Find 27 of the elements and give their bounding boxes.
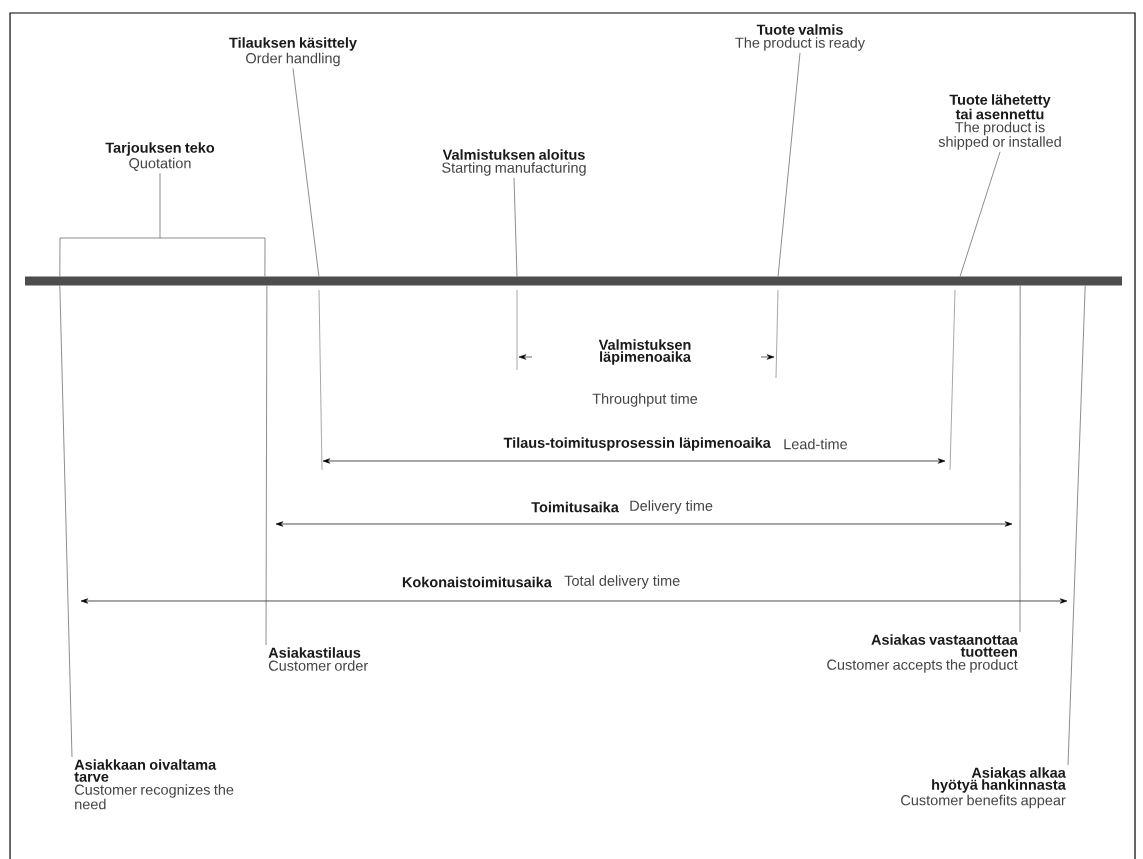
event-label: Tuote lähetetty tai asennettu The product is shipped or installed [938, 94, 1061, 150]
dimension-label: Tilaus-toimitusprosessin läpimenoaika [503, 437, 771, 451]
dimension-label: Total delivery time [564, 575, 680, 589]
event-label: Tarjouksen teko Quotation [105, 142, 215, 171]
event-label: Tilauksen käsittely Order handling [229, 37, 357, 67]
event-label: Asiakastilaus Customer order [268, 647, 368, 671]
dimension-label: Delivery time [630, 500, 713, 514]
timeline-bar [25, 276, 1122, 286]
event-label: Tuote valmis The product is ready [735, 24, 865, 51]
leader-line [777, 52, 801, 277]
event-label: Valmistuksen aloitus Starting manufacturing [442, 149, 586, 176]
dimension-label: Toimitusaika [531, 501, 619, 513]
leader-line [959, 151, 1001, 277]
event-label: Asiakas vastaanottaa tuotteen Customer accepts the product [827, 634, 1018, 673]
dimension-label: Throughput time [592, 393, 698, 407]
dimension-label: Valmistuksen läpimenoaika [598, 339, 692, 365]
leader-line [1019, 285, 1021, 633]
leader-line [59, 285, 73, 758]
bracket [59, 172, 266, 277]
leader-line [1067, 285, 1086, 766]
leader-line [292, 68, 320, 277]
leader-line [513, 177, 518, 277]
event-label: Asiakkaan oivaltama tarve Customer recognizes the need [74, 759, 234, 810]
dimension-label: Lead-time [784, 438, 848, 450]
event-label: Asiakas alkaa hyötyä hankinnasta Customer benefits appear [901, 767, 1066, 809]
leader-line [265, 285, 268, 646]
dimension-label: Kokonaistoimitusaika [402, 576, 552, 588]
